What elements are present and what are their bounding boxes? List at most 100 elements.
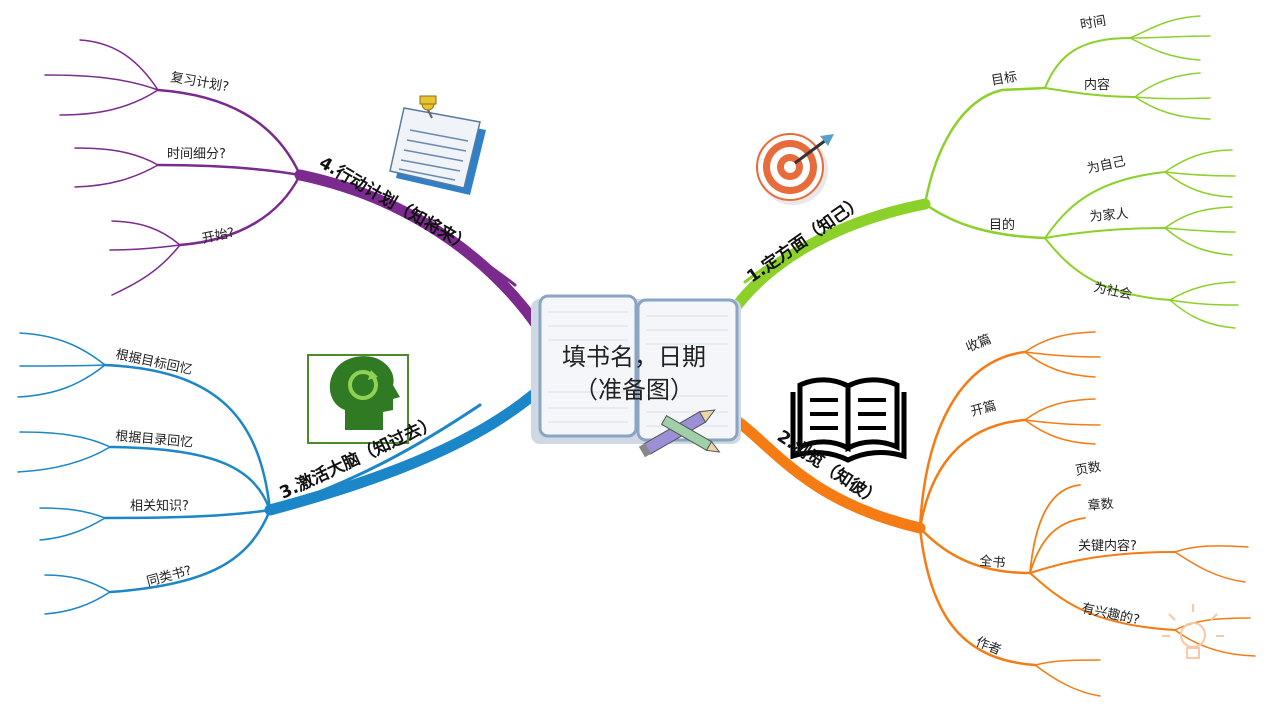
topic-for-family: 为家人: [1089, 206, 1129, 225]
topic-for-self: 为自己: [1086, 154, 1127, 177]
topic-interesting: 有兴趣的?: [1080, 600, 1141, 628]
central-notebook[interactable]: 填书名，日期 （准备图）: [531, 294, 741, 444]
open-book-icon: [790, 377, 907, 463]
twig: [1164, 206, 1233, 229]
connector-recall-toc: [108, 445, 272, 512]
connector-closing: [918, 350, 1027, 530]
twig: [44, 591, 111, 615]
topic-for-society: 为社会: [1092, 279, 1133, 303]
twig: [1169, 299, 1239, 306]
connector-chapters: [1029, 517, 1086, 574]
topic-key-content: 关键内容?: [1078, 538, 1137, 554]
twig: [1129, 15, 1201, 39]
connector-whole-book: [918, 526, 1032, 575]
topic-related-knowledge: 相关知识?: [130, 498, 189, 514]
topic-purpose: 目的: [989, 217, 1015, 233]
connector-interest: [1029, 572, 1176, 631]
notebook-left-page: [538, 294, 638, 438]
topic-recall-toc: 根据目录回忆: [115, 428, 194, 451]
connector-goal-content: [1044, 87, 1136, 98]
branch-1-underline: [743, 202, 927, 284]
twig: [1164, 227, 1233, 256]
branch-4-purple: [44, 39, 546, 336]
center-title-line1: 填书名，日期: [562, 343, 706, 371]
twig: [39, 507, 106, 519]
connector-purpose-self: [1044, 171, 1166, 239]
twig: [74, 164, 159, 188]
twig: [1024, 419, 1096, 445]
twig: [17, 446, 111, 473]
twig: [44, 74, 159, 91]
center-title-line2: （准备图）: [574, 376, 694, 404]
topic-time: 时间: [1079, 14, 1107, 33]
twig: [109, 244, 181, 251]
twig: [1169, 281, 1236, 301]
twig: [1164, 171, 1236, 177]
branch-1-label: 1.定方面（知己）: [743, 191, 868, 287]
twig: [1164, 227, 1236, 233]
connector-purpose-family: [1044, 227, 1166, 239]
branch-3-underline: [268, 403, 482, 512]
connector-goal: [923, 86, 1047, 206]
twig: [1034, 664, 1101, 697]
twig: [1134, 96, 1211, 120]
topic-time-split: 时间细分?: [167, 147, 226, 162]
twig: [1024, 419, 1101, 426]
twig: [1174, 551, 1246, 583]
connector-goal-time: [1044, 37, 1131, 89]
topic-opening: 开篇: [969, 399, 998, 420]
branch-4-underline: [298, 173, 517, 287]
topic-goal: 目标: [990, 70, 1018, 89]
connector-time-split: [156, 163, 302, 177]
note-pin-icon: [389, 95, 486, 195]
connector-pages: [1029, 484, 1081, 574]
head-refresh-icon: [307, 354, 409, 444]
twig: [111, 220, 181, 246]
twig: [1129, 35, 1211, 39]
connector-author: [918, 526, 1037, 667]
branch-1-main-connector: [722, 198, 931, 324]
twig: [39, 517, 106, 541]
twig: [1024, 351, 1096, 378]
twig: [1134, 72, 1201, 98]
topic-similar-books: 同类书?: [145, 563, 193, 589]
twig: [1034, 659, 1101, 666]
connector-related: [103, 508, 272, 520]
connector-start: [178, 173, 302, 247]
twig: [1024, 351, 1101, 358]
twig: [19, 332, 106, 366]
target-icon: [756, 133, 834, 205]
connector-review: [156, 88, 302, 177]
twig: [1129, 37, 1201, 61]
twig: [1174, 545, 1249, 553]
twig: [1164, 149, 1233, 173]
topic-closing: 收篇: [964, 332, 994, 356]
branch-3-main-connector: [264, 389, 539, 516]
twig: [19, 364, 106, 367]
twig: [1024, 331, 1096, 353]
topic-recall-goal: 根据目标回忆: [114, 346, 194, 378]
topic-chapters: 章数: [1087, 496, 1114, 514]
twig: [1169, 299, 1236, 329]
twig: [44, 574, 111, 593]
connector-recall-goal: [103, 363, 272, 512]
branch-3-blue: [17, 332, 539, 615]
topic-start: 开始?: [201, 225, 236, 247]
connector-purpose: [923, 202, 1047, 240]
twig: [1164, 171, 1233, 198]
connector-opening: [918, 418, 1027, 530]
pencil-icon: [638, 409, 716, 458]
branch-2-underline: [778, 453, 922, 530]
twig: [1024, 398, 1096, 421]
branch-2-orange: [722, 331, 1256, 697]
branch-4-main-connector: [294, 169, 546, 336]
twig: [1174, 617, 1251, 631]
connector-purpose-society: [1044, 237, 1171, 301]
topic-whole-book: 全书: [979, 553, 1006, 571]
twig: [17, 364, 106, 398]
connector-key-content: [1029, 551, 1176, 574]
topic-content: 内容: [1084, 77, 1110, 93]
twig: [59, 89, 159, 116]
lightbulb-icon: [1162, 604, 1224, 659]
